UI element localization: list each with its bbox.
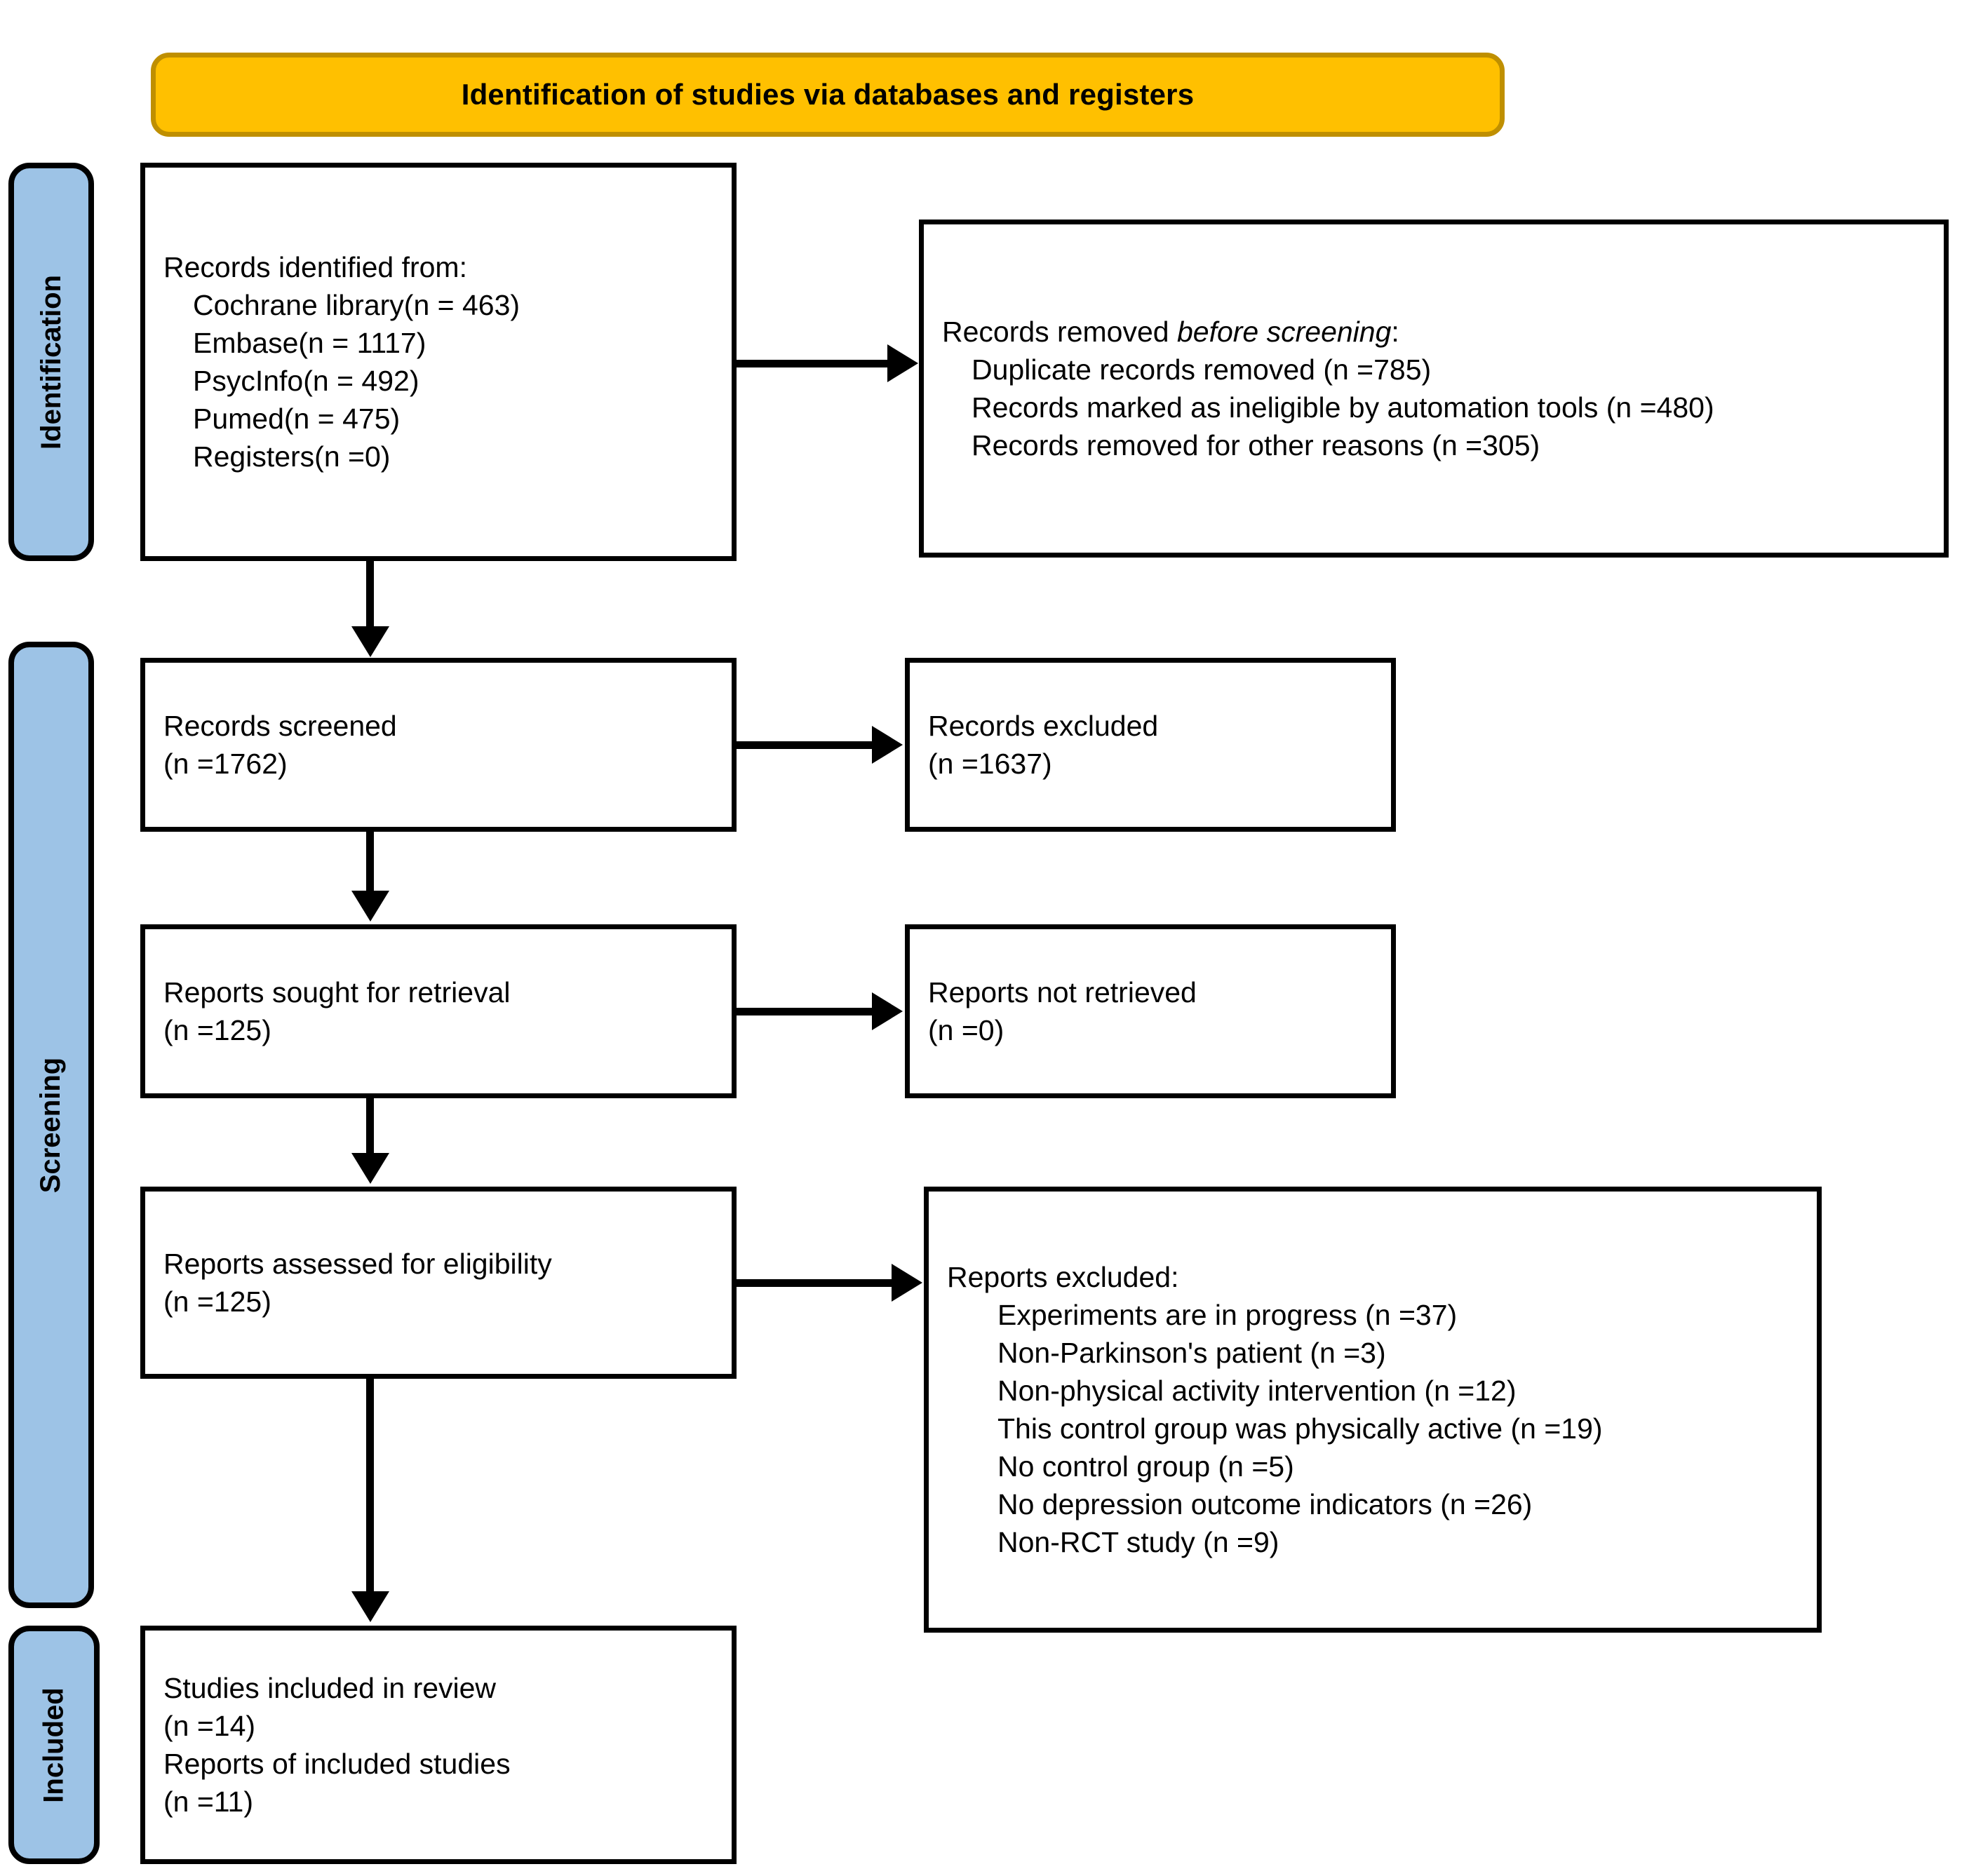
box-reports-sought-for-retrieval: Reports sought for retrieval (n =125)	[140, 924, 737, 1098]
records-removed-heading-pre: Records removed	[942, 315, 1177, 348]
connector-sought-to-eligibility	[366, 1095, 374, 1154]
stage-tab-included: Included	[8, 1626, 100, 1864]
records-excluded-label: Records excluded	[928, 709, 1159, 742]
records-removed-heading-italic: before screening	[1176, 315, 1392, 348]
records-removed-item: Duplicate records removed (n =785)	[972, 353, 1432, 386]
records-removed-item: Records marked as ineligible by automati…	[972, 391, 1714, 424]
connector-screened-to-excluded	[732, 741, 872, 749]
reports-eligibility-count: (n =125)	[163, 1285, 271, 1318]
reports-included-count: (n =11)	[163, 1786, 254, 1818]
diagram-header-banner: Identification of studies via databases …	[151, 53, 1505, 137]
box-reports-not-retrieved: Reports not retrieved (n =0)	[905, 924, 1396, 1098]
box-records-screened: Records screened (n =1762)	[140, 658, 737, 832]
reports-excluded-item: This control group was physically active…	[997, 1412, 1603, 1445]
records-screened-count: (n =1762)	[163, 748, 288, 780]
arrowhead-sought-to-eligibility	[351, 1153, 389, 1184]
records-identified-item: Embase(n = 1117)	[193, 326, 426, 359]
records-excluded-count: (n =1637)	[928, 748, 1052, 780]
records-removed-heading: Records removed before screening:	[942, 313, 1926, 351]
stage-tab-screening: Screening	[8, 642, 94, 1608]
records-screened-label: Records screened	[163, 709, 397, 742]
reports-excluded-item: Experiments are in progress (n =37)	[997, 1298, 1458, 1331]
arrowhead-eligibility-to-reports-excluded	[892, 1264, 922, 1302]
reports-excluded-item: Non-RCT study (n =9)	[997, 1526, 1279, 1559]
studies-included-label: Studies included in review	[163, 1671, 497, 1704]
box-studies-included: Studies included in review (n =14) Repor…	[140, 1626, 737, 1864]
arrowhead-screened-to-sought	[351, 891, 389, 922]
reports-sought-label: Reports sought for retrieval	[163, 976, 511, 1008]
reports-eligibility-label: Reports assessed for eligibility	[163, 1247, 552, 1280]
box-reports-excluded: Reports excluded: Experiments are in pro…	[924, 1187, 1822, 1633]
reports-excluded-item: Non-physical activity intervention (n =1…	[997, 1374, 1517, 1407]
box-records-removed-before-screening: Records removed before screening: Duplic…	[919, 220, 1949, 558]
arrowhead-identified-to-screened	[351, 626, 389, 657]
box-records-excluded: Records excluded (n =1637)	[905, 658, 1396, 832]
connector-eligibility-to-reports-excluded	[732, 1279, 892, 1287]
stage-tab-identification-label: Identification	[35, 274, 67, 450]
arrowhead-screened-to-excluded	[872, 726, 903, 764]
records-identified-item: Pumed(n = 475)	[193, 403, 401, 436]
stage-tab-identification: Identification	[8, 163, 94, 561]
box-reports-assessed-for-eligibility: Reports assessed for eligibility (n =125…	[140, 1187, 737, 1379]
arrowhead-eligibility-to-included	[351, 1591, 389, 1622]
records-identified-item: Cochrane library(n = 463)	[193, 288, 520, 321]
records-identified-item: PsycInfo(n = 492)	[193, 365, 419, 397]
reports-included-label: Reports of included studies	[163, 1748, 511, 1780]
records-identified-item: Registers(n =0)	[193, 440, 391, 473]
arrowhead-sought-to-not-retrieved	[872, 992, 903, 1030]
reports-not-retrieved-label: Reports not retrieved	[928, 976, 1197, 1008]
connector-identified-to-screened	[366, 558, 374, 628]
reports-excluded-item: Non-Parkinson's patient (n =3)	[997, 1336, 1386, 1369]
reports-sought-count: (n =125)	[163, 1014, 271, 1046]
reports-not-retrieved-count: (n =0)	[928, 1014, 1004, 1046]
reports-excluded-item: No control group (n =5)	[997, 1450, 1294, 1483]
connector-screened-to-sought	[366, 828, 374, 891]
records-removed-item: Records removed for other reasons (n =30…	[972, 429, 1540, 462]
reports-excluded-heading: Reports excluded:	[947, 1260, 1179, 1293]
studies-included-count: (n =14)	[163, 1709, 256, 1742]
records-identified-heading: Records identified from:	[163, 250, 467, 283]
records-removed-heading-post: :	[1391, 315, 1399, 348]
connector-sought-to-not-retrieved	[732, 1008, 872, 1015]
stage-tab-screening-label: Screening	[35, 1057, 67, 1193]
connector-eligibility-to-included	[366, 1375, 374, 1593]
page-title: Identification of studies via databases …	[461, 78, 1195, 111]
reports-excluded-item: No depression outcome indicators (n =26)	[997, 1488, 1533, 1521]
arrowhead-identified-to-removed	[887, 344, 918, 382]
box-records-identified: Records identified from: Cochrane librar…	[140, 163, 737, 561]
connector-identified-to-removed	[732, 360, 887, 367]
stage-tab-included-label: Included	[38, 1687, 69, 1803]
